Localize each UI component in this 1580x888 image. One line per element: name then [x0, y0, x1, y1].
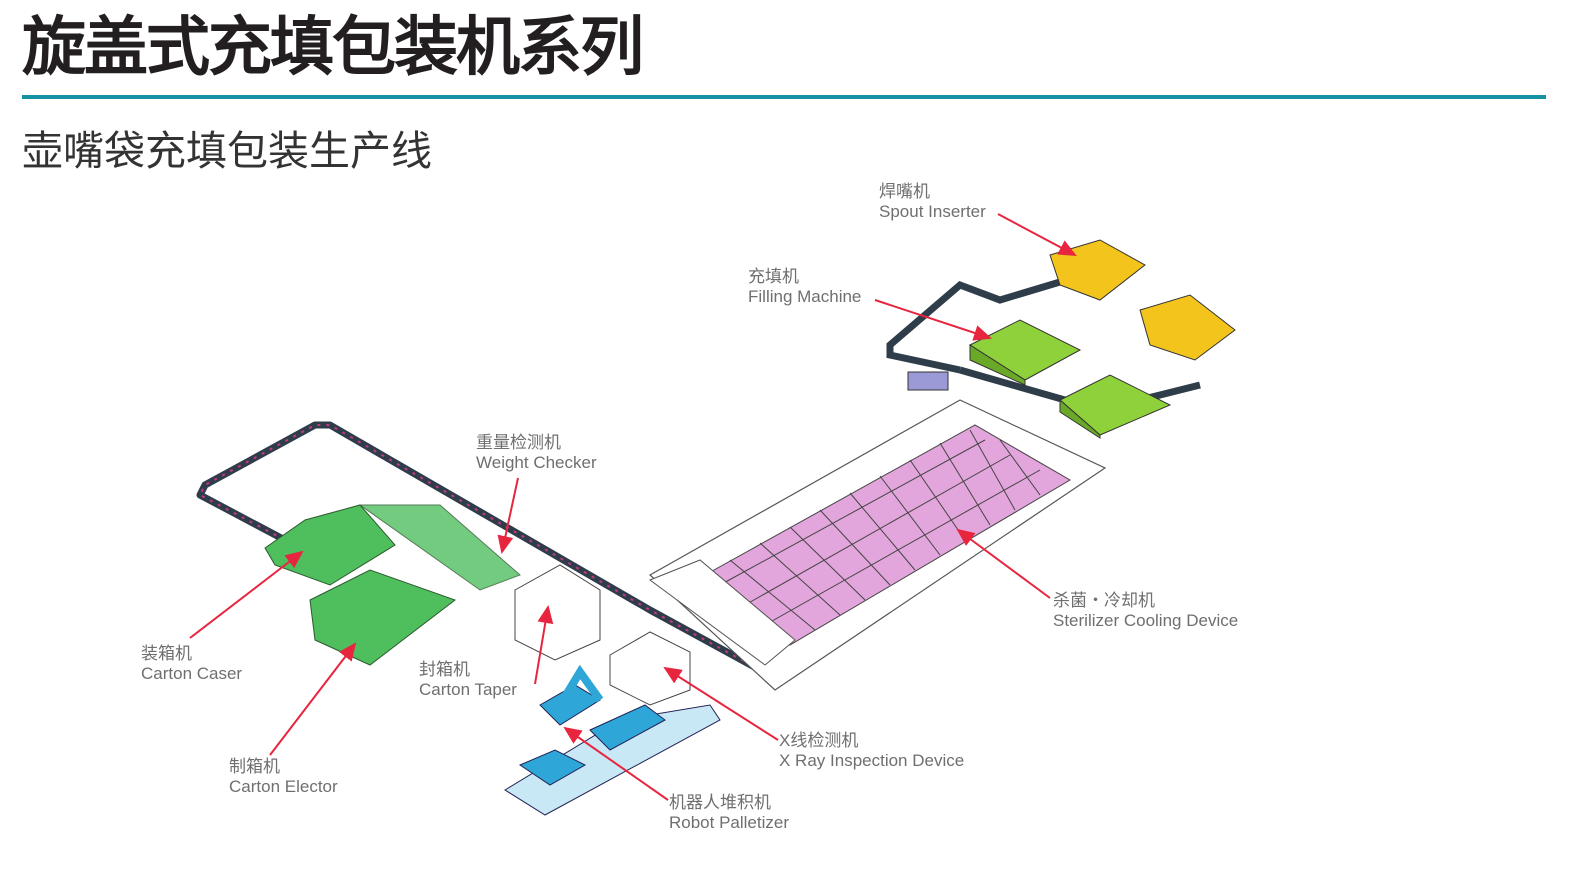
label-en: Carton Elector — [229, 777, 338, 796]
carton-machines — [264, 504, 521, 666]
label-zh: 重量检测机 — [476, 433, 561, 452]
label-zh: 杀菌・冷却机 — [1053, 591, 1155, 610]
label-en: X Ray Inspection Device — [779, 751, 965, 770]
label-zh: 充填机 — [748, 267, 799, 286]
xray-machine — [609, 631, 691, 706]
label-zh: 封箱机 — [419, 660, 470, 679]
label-zh: 装箱机 — [141, 644, 192, 663]
label-zh: 机器人堆积机 — [669, 793, 771, 812]
carton-taper-machine — [514, 564, 601, 661]
label-en: Spout Inserter — [879, 202, 986, 221]
label-zh: X线检测机 — [779, 731, 859, 750]
callout-arrows — [189, 213, 1077, 801]
title-divider — [22, 95, 1546, 99]
sterilizer-entry-box — [648, 559, 796, 666]
label-en: Carton Caser — [141, 664, 243, 683]
spout-inserters — [1049, 239, 1236, 361]
page-subtitle: 壶嘴袋充填包装生产线 — [22, 127, 432, 175]
label-en: Filling Machine — [748, 287, 862, 306]
label-en: Weight Checker — [476, 453, 597, 472]
label-en: Robot Palletizer — [669, 813, 790, 832]
page-title: 旋盖式充填包装机系列 — [22, 11, 644, 85]
label-zh: 焊嘴机 — [879, 182, 930, 201]
conveyor-left — [196, 421, 762, 674]
label-zh: 制箱机 — [229, 757, 280, 776]
control-box — [907, 371, 949, 391]
filling-machines — [968, 319, 1172, 439]
label-en: Sterilizer Cooling Device — [1053, 611, 1239, 630]
label-en: Carton Taper — [419, 680, 517, 699]
sterilizer-grid — [719, 429, 1041, 631]
